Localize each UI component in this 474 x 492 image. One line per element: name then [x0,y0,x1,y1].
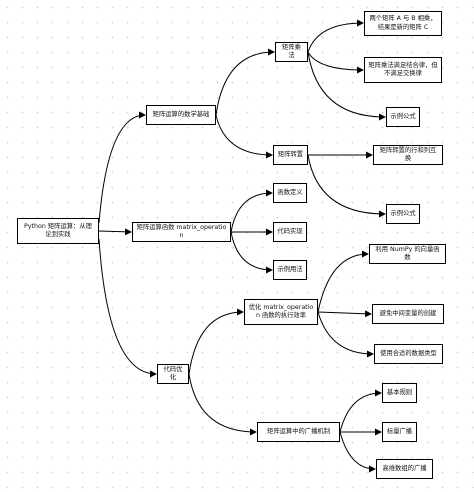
node-math-foundation[interactable]: 矩阵运算的数学基础 [146,105,216,125]
node-multiplication-definition[interactable]: 两个矩阵 A 与 B 相乘，结果是新的矩阵 C [364,11,442,36]
edge-optfunc-dtype [317,311,374,358]
node-broadcasting[interactable]: 矩阵运算中的广播机制 [257,422,340,442]
node-matrix-operation-function[interactable]: 矩阵运算函数 matrix_operation [132,222,231,242]
node-matrix-multiplication[interactable]: 矩阵乘法 [275,42,308,62]
node-matrix-transpose[interactable]: 矩阵转置 [273,145,308,165]
edge-mul-def [307,19,364,53]
edge-mul-rule [307,51,364,74]
node-high-dimensional-broadcasting[interactable]: 高维数组的广播 [376,459,433,479]
edge-root-impl [98,228,132,236]
node-optimize-function[interactable]: 优化 matrix_operation 函数的执行效率 [244,299,318,325]
node-code-implementation[interactable]: 代码实现 [273,222,307,242]
edge-optfunc-avoid [317,310,372,318]
edge-impl-func [230,189,273,233]
edge-math-mul [215,48,275,116]
node-basic-rules[interactable]: 基本规则 [382,383,417,403]
node-avoid-intermediate-variables[interactable]: 避免中间变量的创建 [372,304,444,324]
edge-broadcast-dim [339,431,376,473]
node-scalar-broadcasting[interactable]: 标量广播 [382,422,417,442]
node-root[interactable]: Python 矩阵运算：从理论到实践 [17,218,99,244]
edge-trans-formula [307,154,386,218]
node-numpy-vector-functions[interactable]: 利用 NumPy 的向量函数 [369,244,446,264]
edge-mul-formula [307,51,386,121]
node-appropriate-data-types[interactable]: 使用合适的数据类型 [374,344,443,364]
edge-opt-func [188,308,244,375]
edge-math-trans [215,114,273,159]
node-transpose-definition[interactable]: 矩阵转置的行和列互换 [373,145,443,165]
edge-root-opt [98,238,157,378]
edge-broadcast-rule [339,389,382,433]
edge-opt-broadcast [188,373,257,436]
node-example-usage[interactable]: 示例用法 [273,260,307,280]
node-function-definition[interactable]: 函数定义 [273,183,307,203]
node-multiplication-formula[interactable]: 示例公式 [386,107,420,127]
edge-root-math [98,111,146,224]
node-multiplication-rule[interactable]: 矩阵乘法满足结合律，但不满足交换律 [364,57,442,83]
edge-impl-example [230,231,273,274]
node-transpose-formula[interactable]: 示例公式 [386,204,420,224]
node-code-optimization[interactable]: 代码优化 [157,364,189,384]
edge-optfunc-numpy [317,250,369,313]
